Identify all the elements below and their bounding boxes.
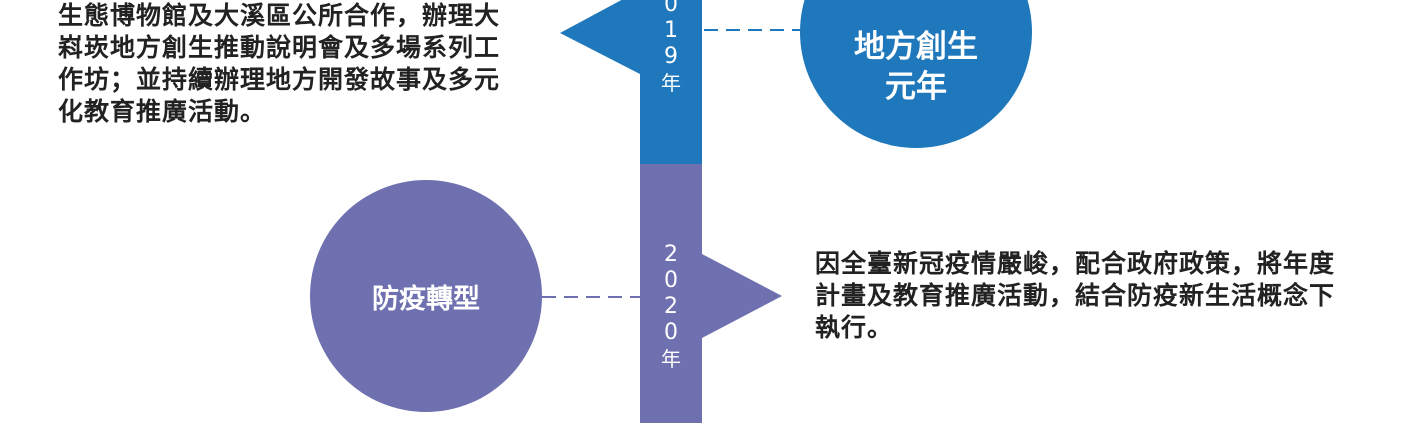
arrow-2019 (560, 0, 640, 74)
year-char: 2 (664, 294, 678, 319)
description-2020: 因全臺新冠疫情嚴峻，配合政府政策，將年度計畫及教育推廣活動，結合防疫新生活概念下… (815, 249, 1336, 342)
year-char: 0 (664, 268, 678, 293)
circle-2019-title-line2: 元年 (885, 69, 947, 105)
arrow-2020 (702, 254, 782, 338)
year-char: 年 (661, 347, 681, 371)
circle-2020: 防疫轉型 (310, 180, 542, 412)
year-label-2020: 2 0 2 0 年 (640, 242, 702, 372)
description-2019: 生態博物館及大溪區公所合作，辦理大嵙崁地方創生推動說明會及多場系列工作坊；並持續… (58, 1, 501, 126)
circle-2019-text: 地方創生 元年 (854, 0, 978, 107)
year-char: 1 (664, 18, 678, 43)
year-label-2019: 0 1 9 年 (640, 0, 702, 96)
year-char: 0 (664, 320, 678, 345)
timeline-bar-2019 (640, 0, 702, 164)
timeline-bar-2020 (640, 164, 702, 423)
circle-2019-title-line1: 地方創生 (854, 29, 978, 65)
year-char: 9 (664, 44, 678, 69)
circle-2020-title: 防疫轉型 (372, 283, 480, 315)
year-char: 年 (661, 71, 681, 95)
year-char: 2 (664, 242, 678, 267)
year-char: 0 (664, 0, 678, 17)
